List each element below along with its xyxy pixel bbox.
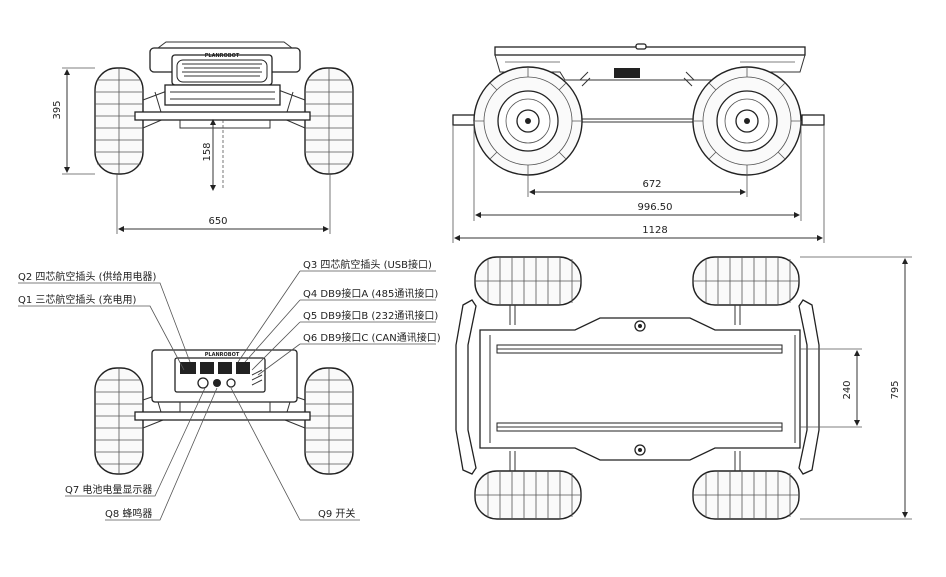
- dim-front-height: 395: [52, 100, 63, 119]
- top-wheel-fl: [474, 256, 582, 306]
- callout-q7: Q7 电池电量显示器: [65, 483, 152, 496]
- dim-wheelbase: 672: [642, 179, 661, 190]
- rear-right-wheel: [304, 367, 354, 475]
- dim-track-length: 996.50: [638, 202, 673, 213]
- dim-total-length: 1128: [642, 225, 667, 236]
- front-view: PLANROBOT 395 158 650: [52, 41, 354, 234]
- dim-top-inner: 240: [842, 380, 853, 399]
- top-wheel-rl: [474, 470, 582, 520]
- dim-ground-clearance: 158: [202, 142, 213, 161]
- side-right-wheel: [692, 66, 802, 176]
- rear-left-wheel: [94, 367, 144, 475]
- callout-q8: Q8 蜂鸣器: [105, 507, 152, 520]
- side-left-wheel: [473, 66, 583, 176]
- callout-q6: Q6 DB9接口C (CAN通讯接口): [303, 331, 441, 344]
- callout-q3: Q3 四芯航空插头 (USB接口): [303, 258, 432, 271]
- side-view: 672 996.50 1128: [452, 43, 825, 243]
- top-wheel-fr: [692, 256, 800, 306]
- top-wheel-rr: [692, 470, 800, 520]
- callout-q4: Q4 DB9接口A (485通讯接口): [303, 287, 438, 300]
- dim-front-width: 650: [208, 216, 227, 227]
- callout-q9: Q9 开关: [318, 507, 355, 520]
- front-right-wheel: [304, 67, 354, 175]
- callout-q2: Q2 四芯航空插头 (供给用电器): [18, 270, 156, 283]
- rear-view: PLANROBOT Q3 四芯航空插头 (USB接口) Q4 DB9接口A (4…: [18, 258, 441, 521]
- rear-brand-label: PLANROBOT: [205, 352, 240, 358]
- callout-q5: Q5 DB9接口B (232通讯接口): [303, 309, 438, 322]
- front-brand-label: PLANROBOT: [205, 53, 240, 59]
- callout-q1: Q1 三芯航空插头 (充电用): [18, 293, 136, 306]
- dim-top-width: 795: [890, 380, 901, 399]
- top-view: 795 240: [455, 256, 912, 520]
- front-left-wheel: [94, 67, 144, 175]
